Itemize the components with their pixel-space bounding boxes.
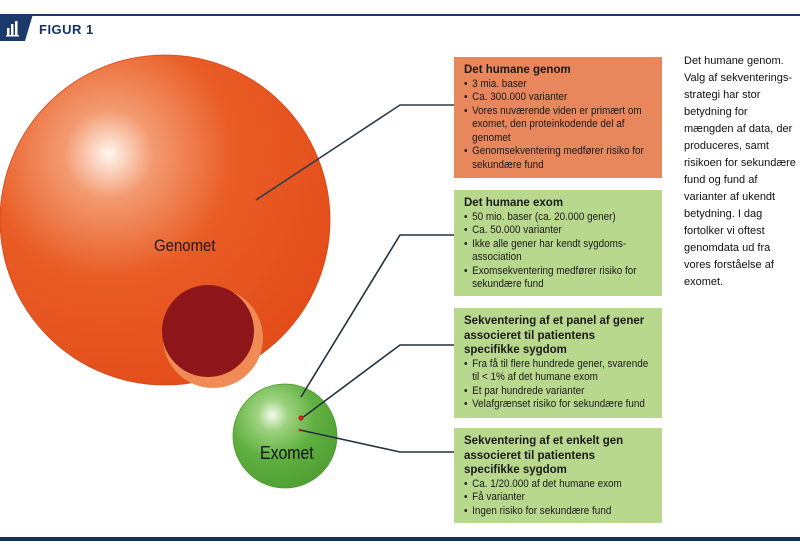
bullet: Ikke alle gener har kendt sygdoms- <box>464 238 633 252</box>
figure-caption: Det humane genom. Valg af sekventerings-… <box>684 55 796 288</box>
figure-title: FIGUR 1 <box>39 22 94 37</box>
gene-marker-dot <box>298 428 302 432</box>
bullet: 3 mia. baser <box>464 78 633 92</box>
box-title-line: Sekventering af et panel af gener <box>464 315 645 327</box>
bullet: Et par hundrede varianter <box>464 385 633 399</box>
connector-exome <box>300 234 454 398</box>
info-box-exome: Det humane exom 50 mio. baser (ca. 20.00… <box>454 190 662 296</box>
bullet-continuation: genomet <box>472 131 511 144</box>
bullet: Ca. 300.000 varianter <box>464 91 633 105</box>
info-box-genome: Det humane genom 3 mia. baser Ca. 300.00… <box>454 57 662 178</box>
box-title: Det humane exom <box>464 197 564 209</box>
connector-single-gene <box>299 429 454 453</box>
bullet: Få varianter <box>464 491 633 505</box>
bullet: Fra få til flere hundrede gener, svarend… <box>464 358 648 372</box>
top-rule <box>0 14 800 16</box>
bar-chart-icon <box>0 14 33 41</box>
info-box-single-gene: Sekventering af et enkelt gen associeret… <box>454 428 662 523</box>
box-title-line: associeret til patientens <box>464 329 596 342</box>
bullet: Velafgrænset risiko for sekundære fund <box>464 398 645 412</box>
connector-panel <box>301 344 454 419</box>
bullet: Ca. 50.000 varianter <box>464 224 633 238</box>
bullet: Vores nuværende viden er primært om <box>464 105 642 119</box>
exome-sphere <box>232 383 338 489</box>
bullet-continuation: sekundære fund <box>472 159 544 172</box>
box-title-line: specifikke sygdom <box>464 464 567 476</box>
bullet: Exomsekventering medfører risiko for <box>464 265 637 279</box>
panel-marker-dot <box>298 415 304 421</box>
info-box-gene-panel: Sekventering af et panel af gener associ… <box>454 308 662 418</box>
bullet-continuation: association <box>472 251 522 264</box>
bullet: Ingen risiko for sekundære fund <box>464 505 633 519</box>
box-title-line: associeret til patientens <box>464 449 596 462</box>
connector-genome <box>255 104 454 201</box>
bullet-continuation: exomet, den proteinkodende del af <box>472 118 625 131</box>
box-title: Det humane genom <box>464 64 571 76</box>
bottom-rule <box>0 537 800 541</box>
exome-label: Exomet <box>260 443 314 463</box>
bullet: Genomsekventering medfører risiko for <box>464 145 644 159</box>
bullet: 50 mio. baser (ca. 20.000 gener) <box>464 211 633 225</box>
box-title-line: Sekventering af et enkelt gen <box>464 435 624 447</box>
bullet-continuation: sekundære fund <box>472 278 544 291</box>
box-title-line: specifikke sygdom <box>464 344 567 356</box>
panel-circle <box>162 285 254 377</box>
bullet: Ca. 1/20.000 af det humane exom <box>464 478 633 492</box>
genome-label: Genomet <box>154 236 216 255</box>
bullet-continuation: til < 1% af det humane exom <box>472 371 598 384</box>
